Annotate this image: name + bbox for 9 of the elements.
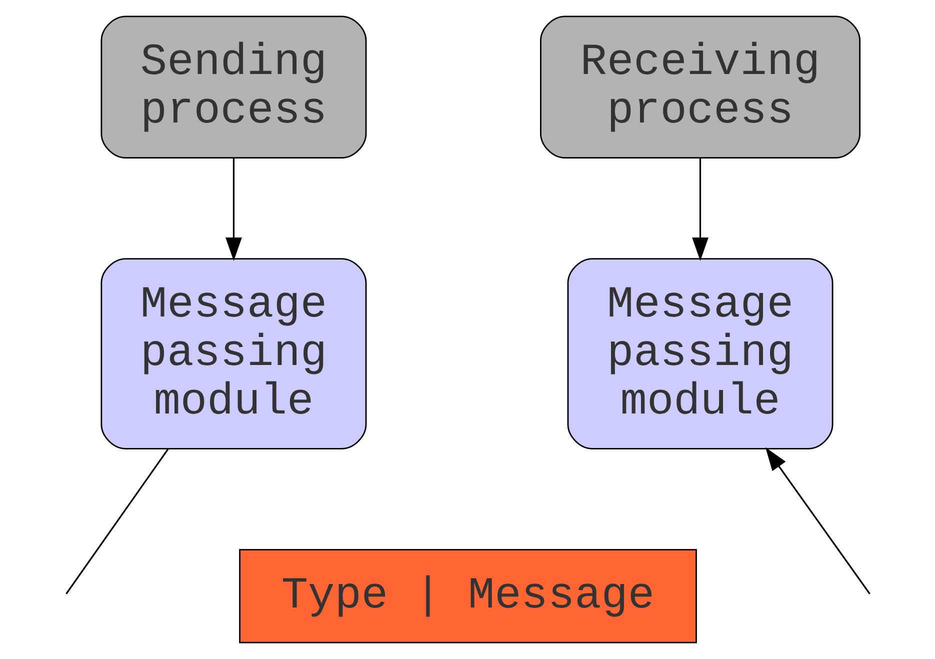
node-box: Message passing module: [566, 258, 833, 450]
arrow: [764, 447, 870, 594]
arrow: [692, 158, 708, 261]
arrow: [225, 158, 242, 261]
node-box: Type | Message: [238, 548, 696, 644]
connector: [65, 448, 168, 594]
node-box: Message passing module: [100, 258, 366, 450]
node-box: Receiving process: [540, 16, 860, 159]
node-box: Sending process: [100, 16, 366, 159]
